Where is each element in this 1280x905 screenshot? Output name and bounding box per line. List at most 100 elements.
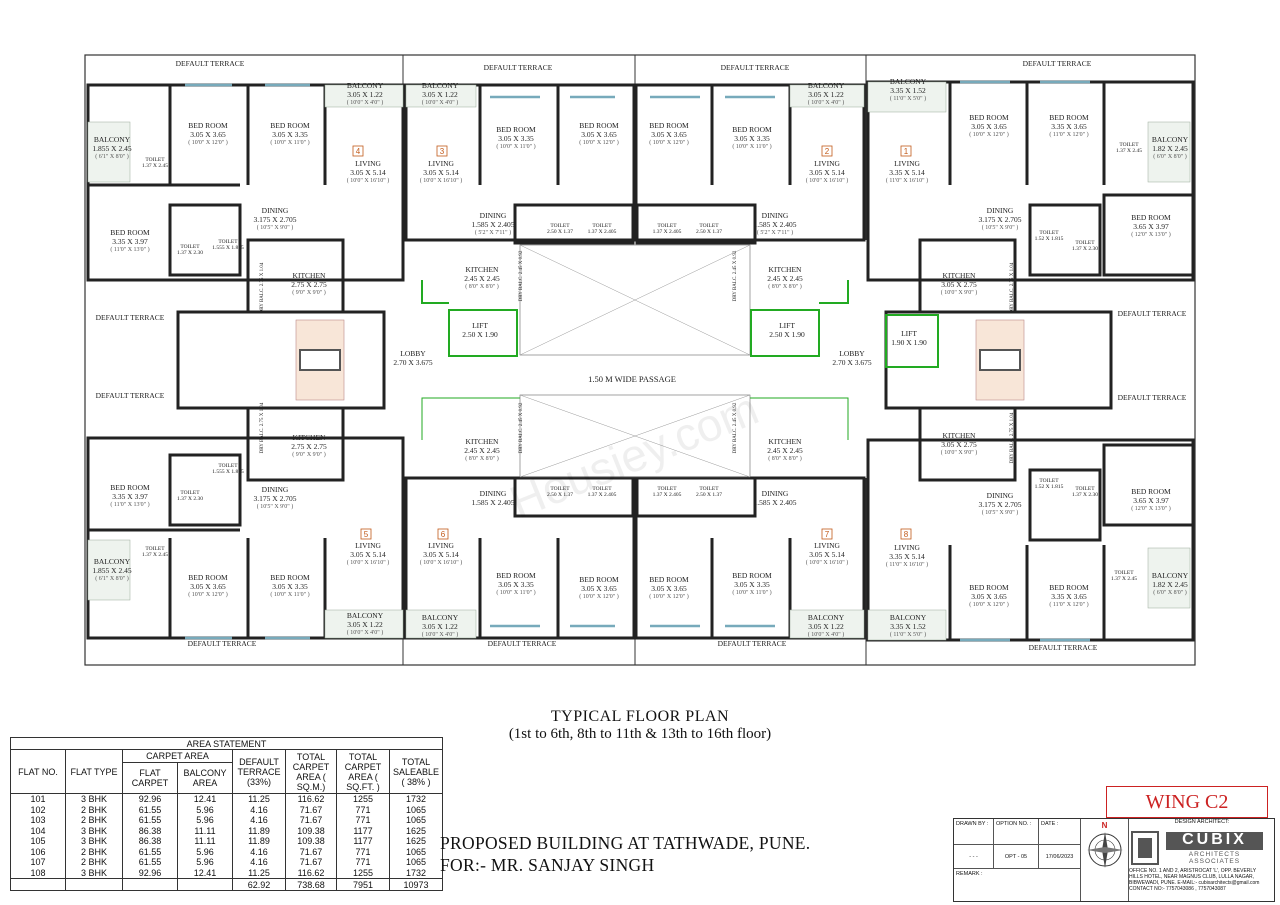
table-cell: 12.41	[177, 793, 233, 805]
room-dimensions-imperial: ( 10'0" X 16'10" )	[806, 559, 848, 566]
room-name: BALCONY	[94, 135, 131, 144]
flat-number: 3	[440, 147, 445, 156]
flat-number-badge: 3	[436, 145, 448, 157]
table-cell: 1255	[336, 867, 390, 879]
room-dimensions-imperial: ( 10'0" X 16'10" )	[420, 559, 462, 566]
flat-number: 2	[825, 147, 830, 156]
firm-address: OFFICE NO. 1 AND 2, ARISTROCAT 'L', OPP.…	[1129, 868, 1260, 892]
table-total-cell: 10973	[389, 878, 443, 891]
walls-top	[86, 80, 1195, 317]
flat-number-box	[437, 528, 449, 540]
drawn-by-label: DRAWN BY :	[954, 819, 994, 845]
room-name: DEFAULT TERRACE	[718, 639, 787, 648]
table-cell: 102	[10, 804, 66, 815]
table-cell: 1177	[336, 825, 390, 836]
table-cell: 61.55	[122, 804, 178, 815]
table-total-cell	[177, 878, 233, 891]
room-name: LOBBY	[839, 349, 865, 358]
room-dimensions-imperial: ( 10'0" X 12'0" )	[649, 139, 688, 146]
toilet-dimensions: 1.555 X 1.815	[212, 469, 244, 475]
room-dimensions: 3.05 X 3.65	[581, 130, 617, 139]
room-dimensions: 3.05 X 3.35	[272, 582, 308, 591]
dry-balcony-label: DRY BALC. 2.45 X 0.92	[733, 250, 738, 301]
toilet-name: TOILET	[592, 223, 612, 229]
dry-balcony-label: DRY BALC. 2.45 X 0.92	[519, 402, 524, 453]
room-name: DINING	[762, 211, 789, 220]
room-dimensions: 3.05 X 2.75	[941, 280, 977, 289]
room-dimensions-imperial: ( 5'2" X 7'11" )	[475, 229, 511, 236]
room-name: DINING	[762, 489, 789, 498]
table-cell: 71.67	[285, 846, 337, 857]
room-dimensions-imperial: ( 10'0" X 4'0" )	[808, 631, 844, 638]
room-name: BED ROOM	[496, 571, 536, 580]
table-total-cell	[122, 878, 178, 891]
toilet-dimensions: 1.37 X 2.30	[1072, 246, 1098, 252]
room-dimensions-imperial: ( 10'0" X 11'0" )	[496, 143, 535, 150]
room-name: BED ROOM	[579, 121, 619, 130]
room-dimensions: 3.05 X 3.65	[971, 122, 1007, 131]
flat-number-badge: 6	[437, 528, 449, 540]
room-dimensions: 3.65 X 3.97	[1133, 496, 1169, 505]
room-name: BALCONY	[1152, 135, 1189, 144]
room-name: LIFT	[901, 329, 917, 338]
table-cell: 2 BHK	[65, 857, 123, 868]
table-cell: 5.96	[177, 846, 233, 857]
room-dimensions: 2.45 X 2.45	[767, 446, 803, 455]
room-dimensions: 3.35 X 1.52	[890, 86, 926, 95]
col-flat-carpet: FLAT CARPET	[122, 762, 178, 794]
room-dimensions: 3.05 X 5.14	[809, 168, 845, 177]
table-cell: 1625	[389, 836, 443, 847]
col-flat-type: FLAT TYPE	[65, 749, 123, 794]
dry-balcony-label: DRY BALC. 2.75 X 1.04	[260, 262, 265, 313]
toilet-dimensions: 1.555 X 1.815	[212, 245, 244, 251]
table-cell: 2 BHK	[65, 846, 123, 857]
toilet-dimensions: 1.37 X 2.45	[142, 163, 168, 169]
room-label: DEFAULT TERRACE	[1023, 59, 1092, 68]
table-cell: 771	[336, 846, 390, 857]
room-name: LIVING	[814, 159, 840, 168]
table-cell: 3 BHK	[65, 825, 123, 836]
table-cell: 3 BHK	[65, 867, 123, 879]
toilet-dimensions: 2.50 X 1.37	[696, 229, 722, 235]
table-cell: 61.55	[122, 815, 178, 826]
room-dimensions: 3.05 X 1.22	[347, 90, 383, 99]
table-cell: 1177	[336, 836, 390, 847]
toilet-name: TOILET	[1114, 570, 1134, 576]
room-dimensions-imperial: ( 10'0" X 9'0" )	[941, 289, 977, 296]
table-cell: 106	[10, 846, 66, 857]
room-name: BED ROOM	[270, 573, 310, 582]
room-name: DEFAULT TERRACE	[1118, 309, 1187, 318]
room-name: BALCONY	[808, 613, 845, 622]
room-name: BALCONY	[808, 81, 845, 90]
area-statement-table: AREA STATEMENT FLAT NO. FLAT TYPE CARPET…	[10, 737, 443, 891]
room-dimensions: 1.82 X 2.45	[1152, 144, 1188, 153]
room-name: LIVING	[428, 541, 454, 550]
room-dimensions-imperial: ( 10'0" X 4'0" )	[347, 629, 383, 636]
firm-name: CUBIX	[1182, 831, 1247, 848]
room-name: LOBBY	[400, 349, 426, 358]
table-cell: 86.38	[122, 836, 178, 847]
table-cell: 1625	[389, 825, 443, 836]
room-dimensions-imperial: ( 10'0" X 4'0" )	[808, 99, 844, 106]
room-dimensions: 3.35 X 3.65	[1051, 592, 1087, 601]
design-architect-label: DESIGN ARCHITECT:	[1174, 819, 1230, 825]
flat-number-box	[900, 145, 912, 157]
flat-number-badge: 5	[360, 528, 372, 540]
room-name: BALCONY	[94, 557, 131, 566]
